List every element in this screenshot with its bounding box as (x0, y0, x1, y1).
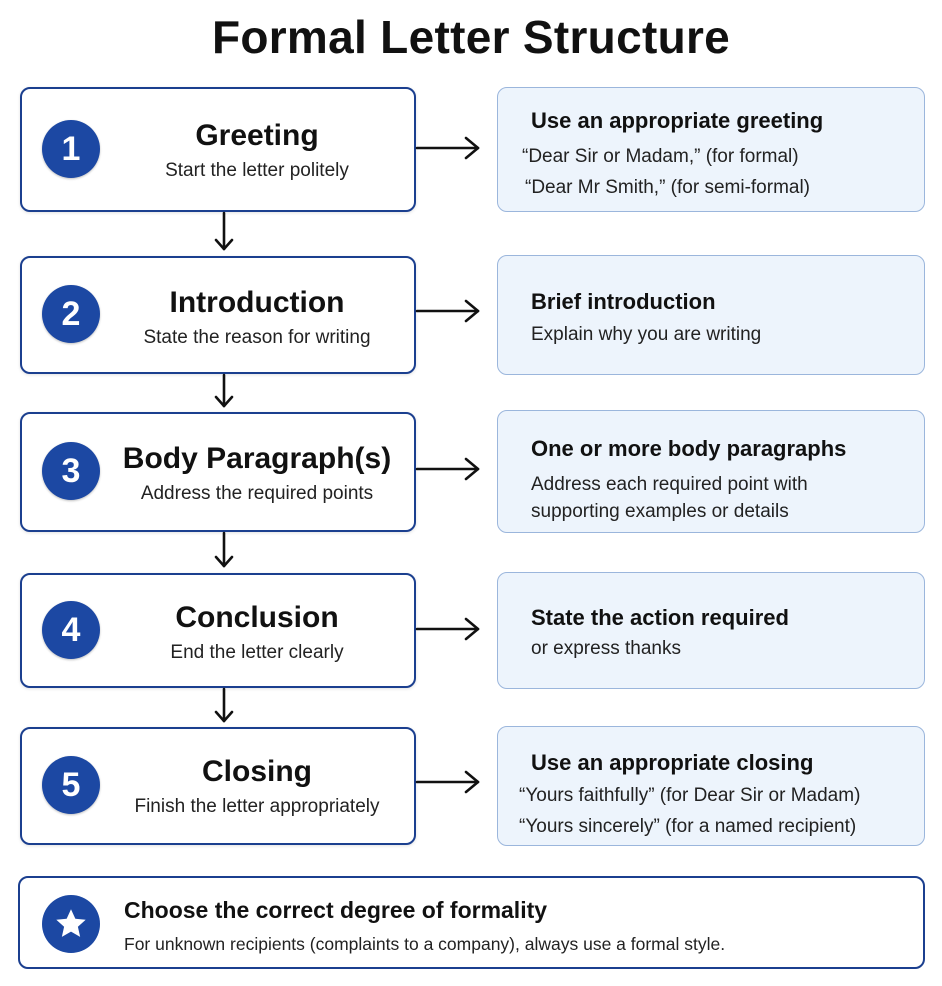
detail-heading: State the action required (531, 605, 789, 630)
right-arrow-icon (415, 299, 480, 323)
down-arrow-icon (214, 531, 234, 568)
footer-heading: Choose the correct degree of formality (124, 897, 548, 923)
step-box-body-paragraphs: 3 Body Paragraph(s) Address the required… (20, 412, 416, 532)
detail-line: “Yours faithfully” (for Dear Sir or Mada… (519, 785, 861, 806)
step-heading: Introduction (169, 286, 345, 319)
detail-line: or express thanks (531, 638, 681, 659)
step-box-greeting: 1 Greeting Start the letter politely (20, 87, 416, 212)
detail-heading: One or more body paragraphs (531, 436, 847, 461)
step-subtitle: State the reason for writing (143, 327, 371, 348)
step-number-badge: 5 (42, 756, 100, 814)
footer-text: For unknown recipients (complaints to a … (124, 934, 726, 954)
step-heading: Body Paragraph(s) (122, 442, 392, 475)
detail-box-introduction: Brief introduction Explain why you are w… (497, 255, 925, 375)
step-subtitle: Start the letter politely (165, 160, 349, 181)
step-subtitle: End the letter clearly (170, 642, 344, 663)
detail-box-body-paragraphs: One or more body paragraphs Address each… (497, 410, 925, 533)
step-heading: Conclusion (175, 601, 339, 634)
right-arrow-icon (415, 770, 480, 794)
detail-line: Address each required point with (531, 474, 808, 495)
step-subtitle: Finish the letter appropriately (134, 796, 380, 817)
step-heading: Greeting (195, 119, 319, 152)
detail-line: supporting examples or details (531, 501, 789, 522)
formality-note: Choose the correct degree of formality F… (18, 876, 925, 969)
star-icon (42, 895, 100, 953)
step-heading: Closing (202, 755, 312, 788)
right-arrow-icon (415, 457, 480, 481)
page-title: Formal Letter Structure (211, 11, 731, 63)
step-box-introduction: 2 Introduction State the reason for writ… (20, 256, 416, 374)
step-box-conclusion: 4 Conclusion End the letter clearly (20, 573, 416, 688)
step-number-badge: 3 (42, 442, 100, 500)
step-number-badge: 4 (42, 601, 100, 659)
detail-line: “Dear Sir or Madam,” (for formal) (522, 146, 799, 167)
step-number-badge: 2 (42, 285, 100, 343)
detail-line: Explain why you are writing (531, 324, 762, 345)
right-arrow-icon (415, 617, 480, 641)
detail-heading: Use an appropriate greeting (531, 108, 824, 133)
detail-heading: Use an appropriate closing (531, 750, 814, 775)
detail-line: “Yours sincerely” (for a named recipient… (519, 816, 857, 837)
down-arrow-icon (214, 687, 234, 723)
detail-box-conclusion: State the action required or express tha… (497, 572, 925, 689)
step-subtitle: Address the required points (140, 483, 374, 504)
detail-line: “Dear Mr Smith,” (for semi-formal) (525, 177, 811, 198)
down-arrow-icon (214, 211, 234, 251)
down-arrow-icon (214, 373, 234, 408)
detail-box-closing: Use an appropriate closing “Yours faithf… (497, 726, 925, 846)
step-number-badge: 1 (42, 120, 100, 178)
step-box-closing: 5 Closing Finish the letter appropriatel… (20, 727, 416, 845)
detail-box-greeting: Use an appropriate greeting “Dear Sir or… (497, 87, 925, 212)
detail-heading: Brief introduction (531, 289, 716, 314)
right-arrow-icon (415, 136, 480, 160)
